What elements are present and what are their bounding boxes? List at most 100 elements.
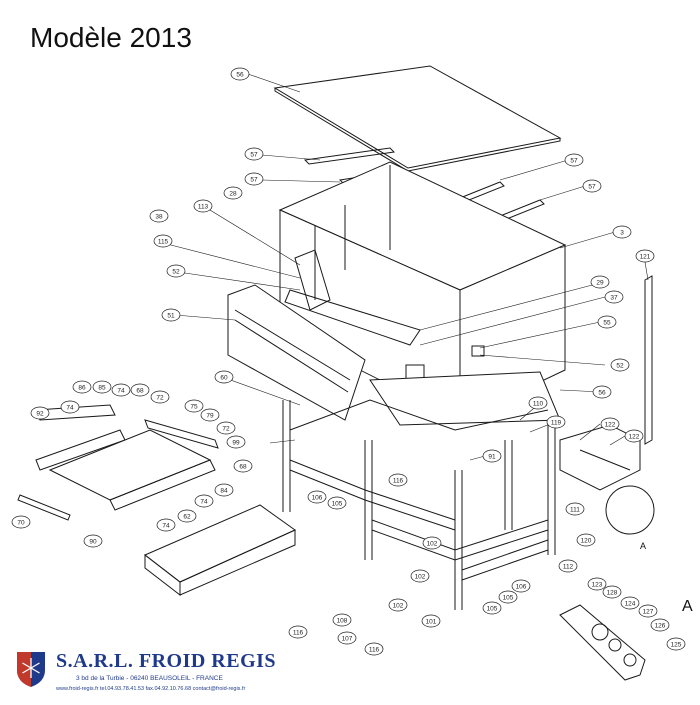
callout-label: 57 — [244, 172, 264, 186]
callout-label: 56 — [592, 385, 612, 399]
callout-label: 91 — [482, 449, 502, 463]
svg-text:106: 106 — [312, 495, 323, 502]
svg-text:124: 124 — [625, 601, 636, 608]
svg-text:74: 74 — [162, 523, 170, 530]
part-70 — [17, 494, 71, 521]
callout-label: 3 — [612, 225, 632, 239]
callout-label: 123 — [587, 577, 607, 591]
callout-label: 116 — [288, 625, 308, 639]
drawer-frame — [48, 429, 212, 501]
svg-text:116: 116 — [293, 630, 304, 637]
snowflake-shield-logo — [17, 652, 45, 687]
svg-text:79: 79 — [206, 413, 214, 420]
callout-label: 57 — [582, 179, 602, 193]
callout-label: 105 — [498, 590, 518, 604]
svg-text:70: 70 — [17, 520, 25, 527]
callout-label: 84 — [214, 483, 234, 497]
callout-label: 122 — [624, 429, 644, 443]
svg-text:74: 74 — [117, 388, 125, 395]
callout-label: 105 — [327, 496, 347, 510]
rod-121 — [644, 275, 653, 445]
company-address: 3 bd de la Turbie - 06240 BEAUSOLEIL - F… — [76, 675, 223, 682]
callout-label: 121 — [635, 249, 655, 263]
callout-label: 68 — [233, 459, 253, 473]
callout-group: 56 57 57 57 57 3 28 113 38 115 52 51 29 … — [11, 67, 686, 656]
callout-label: 102 — [422, 536, 442, 550]
drawer-84 — [144, 504, 296, 583]
svg-text:112: 112 — [563, 564, 574, 571]
svg-text:56: 56 — [598, 390, 606, 397]
callout-label: 125 — [666, 637, 686, 651]
svg-text:29: 29 — [596, 280, 604, 287]
callout-label: 57 — [564, 153, 584, 167]
svg-text:102: 102 — [415, 574, 426, 581]
callout-label: 75 — [184, 399, 204, 413]
svg-text:125: 125 — [671, 642, 682, 649]
callout-label: 79 — [200, 408, 220, 422]
svg-text:115: 115 — [158, 239, 169, 246]
callout-label: 101 — [421, 614, 441, 628]
callout-label: 37 — [604, 290, 624, 304]
svg-text:123: 123 — [592, 582, 603, 589]
svg-text:91: 91 — [488, 454, 496, 461]
callout-label: 116 — [388, 473, 408, 487]
callout-label: 90 — [83, 534, 103, 548]
callout-label: 74 — [194, 494, 214, 508]
svg-text:116: 116 — [393, 478, 404, 485]
svg-text:127: 127 — [643, 609, 654, 616]
svg-text:72: 72 — [156, 395, 164, 402]
svg-text:74: 74 — [66, 405, 74, 412]
callout-label: 106 — [511, 579, 531, 593]
svg-text:57: 57 — [588, 184, 596, 191]
svg-text:102: 102 — [427, 541, 438, 548]
svg-text:84: 84 — [220, 488, 228, 495]
callout-label: 110 — [528, 396, 548, 410]
svg-text:68: 68 — [136, 388, 144, 395]
callout-label: 99 — [226, 435, 246, 449]
svg-text:28: 28 — [229, 191, 237, 198]
svg-text:57: 57 — [250, 177, 258, 184]
svg-text:101: 101 — [426, 619, 437, 626]
callout-label: 85 — [92, 380, 112, 394]
svg-text:108: 108 — [337, 618, 348, 625]
svg-text:86: 86 — [78, 385, 86, 392]
svg-text:99: 99 — [232, 440, 240, 447]
callout-label: 119 — [546, 415, 566, 429]
svg-text:105: 105 — [487, 606, 498, 613]
callout-label: 127 — [638, 604, 658, 618]
svg-text:107: 107 — [342, 636, 353, 643]
callout-label: 102 — [388, 598, 408, 612]
svg-text:122: 122 — [605, 422, 616, 429]
callout-label: 112 — [558, 559, 578, 573]
svg-text:74: 74 — [200, 499, 208, 506]
callout-label: 108 — [332, 613, 352, 627]
svg-text:121: 121 — [640, 254, 651, 261]
svg-text:60: 60 — [220, 375, 228, 382]
svg-text:102: 102 — [393, 603, 404, 610]
svg-text:111: 111 — [570, 507, 580, 514]
door-51 — [227, 284, 366, 421]
company-contact: www.froid-regis.fr tel.04.93.78.41.53 fa… — [56, 686, 246, 692]
svg-text:119: 119 — [551, 420, 562, 427]
svg-text:56: 56 — [236, 72, 244, 79]
svg-text:126: 126 — [655, 623, 666, 630]
svg-text:75: 75 — [190, 404, 198, 411]
svg-text:57: 57 — [570, 158, 578, 165]
callout-label: 107 — [337, 631, 357, 645]
svg-text:105: 105 — [503, 595, 514, 602]
svg-text:72: 72 — [222, 426, 230, 433]
svg-text:55: 55 — [603, 320, 611, 327]
svg-text:113: 113 — [198, 204, 209, 211]
callout-label: 74 — [111, 383, 131, 397]
callout-label: 60 — [214, 370, 234, 384]
callout-label: 120 — [576, 533, 596, 547]
callout-label: 106 — [307, 490, 327, 504]
svg-text:57: 57 — [250, 152, 258, 159]
callout-label: 56 — [230, 67, 250, 81]
callout-label: 52 — [610, 358, 630, 372]
callout-label: 102 — [410, 569, 430, 583]
callout-label: 128 — [602, 585, 622, 599]
svg-text:128: 128 — [607, 590, 618, 597]
svg-text:122: 122 — [629, 434, 640, 441]
